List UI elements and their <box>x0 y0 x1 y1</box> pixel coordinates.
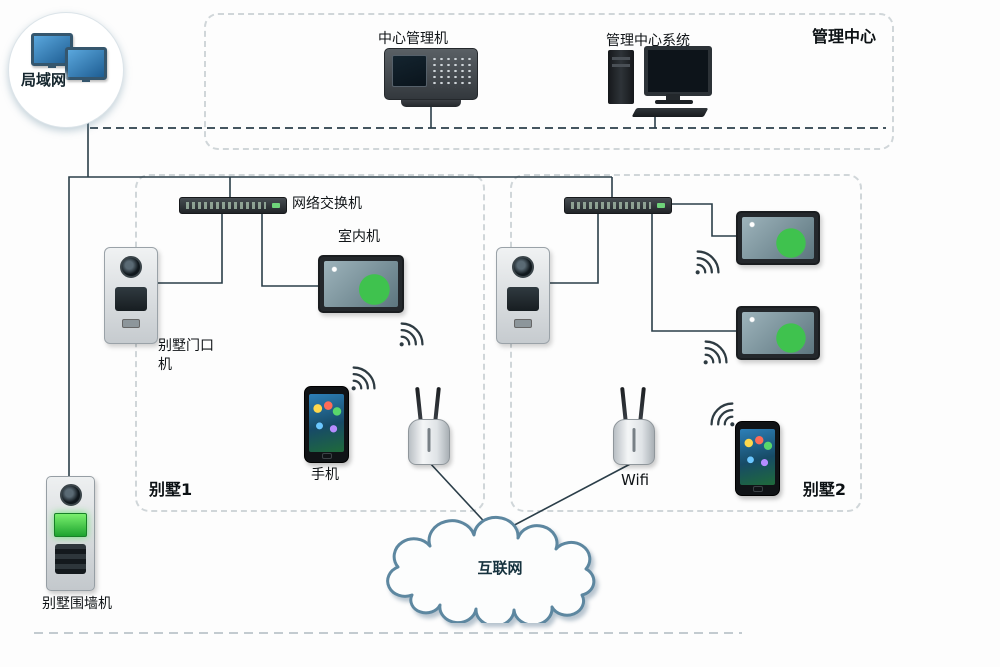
wall-machine-label: 别墅围墙机 <box>42 596 112 612</box>
internet-label: 互联网 <box>477 559 523 577</box>
switch-ports-icon <box>186 202 266 209</box>
intercom-screen <box>391 55 428 88</box>
villa1-indoor-monitor <box>318 255 404 313</box>
wifi-label: Wifi <box>621 471 650 489</box>
connector-router2-cloud <box>504 461 635 531</box>
camera-lens-icon <box>59 484 82 506</box>
camera-lens-icon <box>512 256 534 278</box>
wifi-signal-icon <box>710 402 735 427</box>
wall-station-screen <box>54 513 87 537</box>
door-call-button-icon <box>514 319 532 328</box>
switch-ports-icon <box>571 202 651 209</box>
network-switch-label: 网络交换机 <box>292 196 362 212</box>
villa2-door-station <box>496 247 550 344</box>
villa-door-machine-label: 别墅门口机 <box>158 338 214 373</box>
monitor-screen <box>324 261 398 307</box>
villa2-wifi-router <box>606 386 662 465</box>
villa1-wifi-router <box>401 386 457 465</box>
villa1-door-station <box>104 247 158 344</box>
villa2-network-switch <box>564 197 672 214</box>
villa2-phone <box>735 421 780 496</box>
connector-switch2-monitor2a <box>670 203 736 237</box>
villa1-title: 别墅1 <box>149 480 193 499</box>
lan-node: 局域网 <box>8 12 124 128</box>
villa1-network-switch <box>179 197 287 214</box>
villa2-title: 别墅2 <box>802 480 846 499</box>
antenna-icon <box>415 386 423 424</box>
phone-home-button-icon <box>752 486 763 492</box>
phone-screen <box>740 429 775 485</box>
switch-led-icon <box>272 203 280 208</box>
phone-label: 手机 <box>311 467 339 483</box>
connector-switch2-door2 <box>548 212 599 284</box>
door-call-button-icon <box>122 319 140 328</box>
management-system-label: 管理中心系统 <box>606 33 690 49</box>
connector-switch1-door1 <box>156 212 223 284</box>
monitor-screen <box>742 217 814 259</box>
intercom-keypad-icon <box>431 56 473 88</box>
wifi-signal-icon <box>695 250 720 275</box>
intercom-base <box>400 100 462 107</box>
indoor-unit-label: 室内机 <box>338 229 380 245</box>
pc-monitor-base <box>655 100 693 104</box>
antenna-icon <box>638 386 646 424</box>
connector-switch2-monitor2b <box>651 212 736 332</box>
pc-monitor-icon <box>644 46 712 96</box>
router-body <box>408 419 450 465</box>
switch-led-icon <box>657 203 665 208</box>
pc-monitor-stand <box>666 94 680 100</box>
computer-icon <box>65 47 107 82</box>
villa2-indoor-monitor-1 <box>736 211 820 265</box>
wall-door-station <box>46 476 95 591</box>
villa2-indoor-monitor-2 <box>736 306 820 360</box>
wall-station-panel <box>55 544 86 574</box>
wifi-signal-icon <box>351 366 376 391</box>
monitor-screen <box>742 312 814 354</box>
door-display-panel <box>507 287 539 311</box>
phone-screen <box>309 394 344 452</box>
camera-lens-icon <box>120 256 142 278</box>
management-center-box: 管理中心 <box>204 13 894 150</box>
door-display-panel <box>115 287 147 311</box>
wifi-signal-icon <box>703 340 728 365</box>
lan-label: 局域网 <box>21 71 67 89</box>
management-system-device <box>600 46 712 118</box>
cloud-icon <box>386 516 596 628</box>
internet-cloud: 互联网 <box>372 513 628 628</box>
wifi-signal-icon <box>399 322 424 347</box>
phone-home-button-icon <box>321 453 332 459</box>
central-manager-device <box>384 48 478 107</box>
central-manager-label: 中心管理机 <box>378 31 448 47</box>
connector-wall-machine <box>68 176 88 476</box>
connector-router1-cloud <box>428 461 493 531</box>
connector-switch1-monitor1 <box>261 212 318 287</box>
antenna-icon <box>433 386 441 424</box>
router-body <box>613 419 655 465</box>
management-center-title: 管理中心 <box>811 27 876 46</box>
villa1-phone <box>304 386 349 463</box>
antenna-icon <box>620 386 628 424</box>
pc-keyboard-icon <box>631 108 709 117</box>
pc-tower-icon <box>608 50 634 104</box>
